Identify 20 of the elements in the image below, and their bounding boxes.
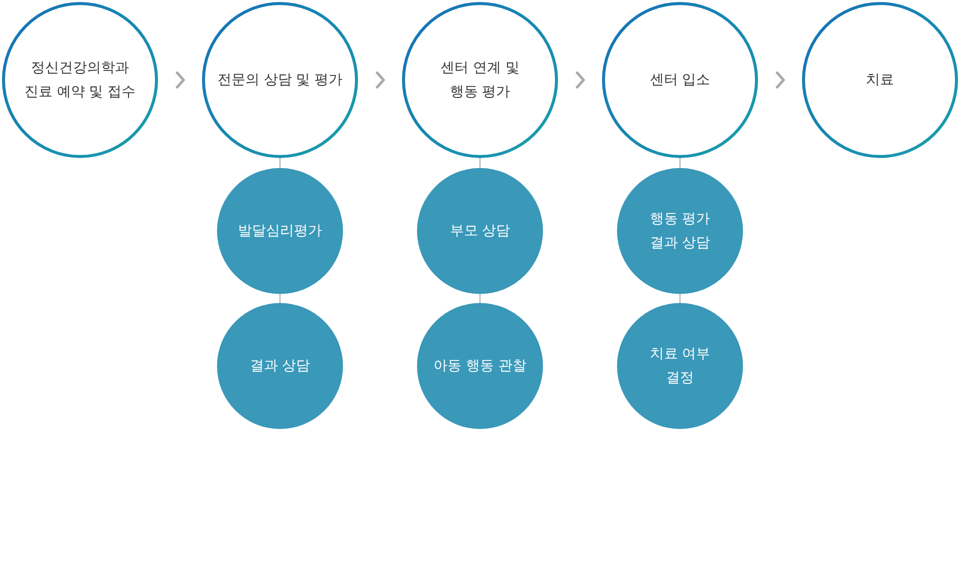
step-label: 아동 행동 관찰 — [432, 357, 528, 376]
chevron-arrow — [776, 71, 786, 89]
chevron-arrow — [576, 71, 586, 89]
step-label: 치료 — [865, 71, 895, 90]
chevron-arrow — [176, 71, 186, 89]
step-circle — [2, 2, 158, 158]
step-label: 치료 여부 결정 — [648, 345, 712, 388]
step-label: 정신건강의학과 진료 예약 및 접수 — [23, 59, 137, 102]
step-label: 센터 연계 및 행동 평가 — [440, 59, 520, 102]
step-circle — [402, 2, 558, 158]
step-circle — [802, 2, 958, 158]
step-label: 발달심리평가 — [237, 222, 323, 241]
step-label: 행동 평가 결과 상담 — [648, 210, 712, 253]
step-label: 부모 상담 — [448, 222, 512, 241]
step-label: 전문의 상담 및 평가 — [216, 71, 344, 90]
chevron-arrow — [376, 71, 386, 89]
step-label: 센터 입소 — [648, 71, 712, 90]
step-circle — [602, 2, 758, 158]
step-label: 결과 상담 — [248, 357, 312, 376]
step-circle — [202, 2, 358, 158]
